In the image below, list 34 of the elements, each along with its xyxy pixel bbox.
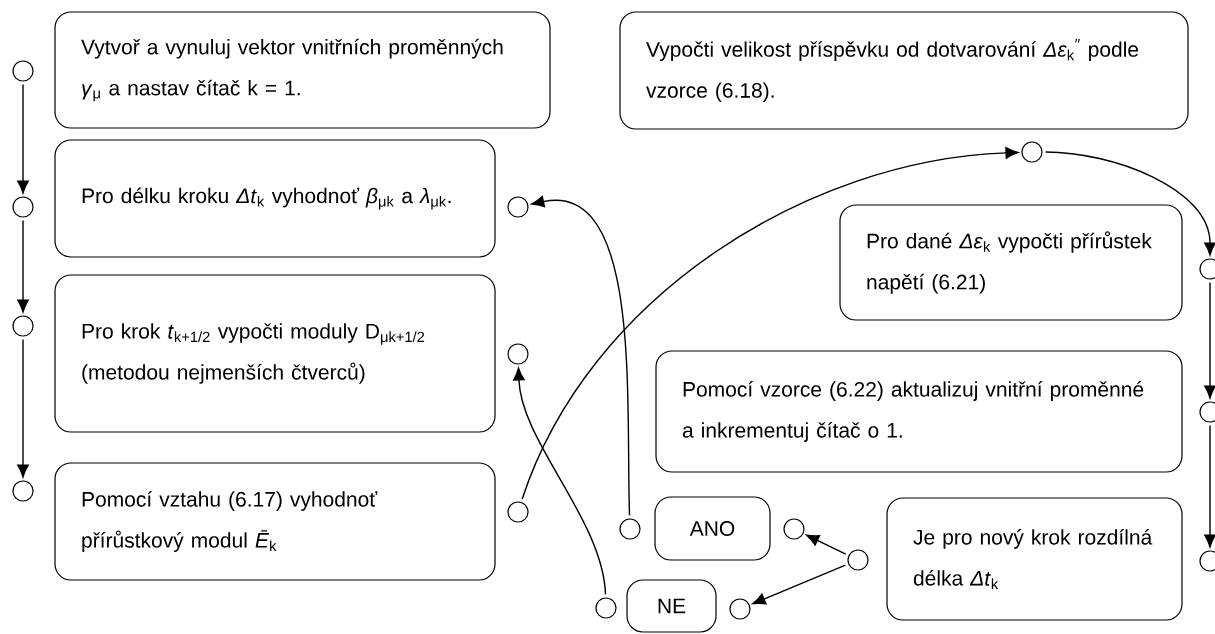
connector-circle [783, 518, 805, 540]
connector-circle [729, 598, 751, 620]
arrow [17, 338, 29, 478]
connector-circle [12, 480, 34, 502]
arrow [1044, 151, 1215, 256]
connector-circle [12, 196, 34, 218]
process-box: Vypočti velikost příspěvku od dotvarování Δε$_{k}$$^{′′}$ podle vzorce (6.18). [619, 11, 1189, 130]
process-box: Pomocí vztahu (6.17) vyhodnoť přírůstkový modul Ē$_{k}$ [54, 462, 496, 581]
process-box: Pro krok t$_{k+1/2}$ vypočti moduly D$_{μk+1/2}$ (metodou nejmenších čtverců) [54, 274, 496, 433]
option-box: NE [626, 579, 717, 633]
arrow [806, 534, 847, 555]
connector-circle [507, 343, 529, 365]
process-box: Pro délku kroku Δt$_{k}$ vyhodnoť β$_{μk}$ a λ$_{μk}$. [54, 139, 496, 258]
connector-circle [595, 597, 617, 619]
connector-circle [507, 501, 529, 523]
arrow [752, 564, 847, 605]
arrow [17, 219, 29, 313]
connector-circle [1021, 141, 1043, 163]
arrow [531, 195, 631, 517]
connector-circle [847, 549, 869, 571]
arrow [1204, 281, 1215, 399]
arrow [1204, 424, 1215, 548]
connector-circle [12, 60, 34, 82]
arrow [521, 147, 1019, 500]
question-box: Je pro nový krok rozdílná délka Δt$_{k}$ [886, 497, 1183, 621]
option-box: ANO [654, 496, 771, 561]
connector-circle [507, 196, 529, 218]
connector-circle [12, 315, 34, 337]
arrow [513, 367, 607, 596]
process-box: Pomocí vzorce (6.22) aktualizuj vnitřní proměnné a inkrementuj čítač o 1. [655, 350, 1183, 473]
process-box: Pro dané Δε$_{k}$ vypočti přírůstek napětí (6.21) [839, 204, 1183, 321]
connector-circle [619, 518, 641, 540]
process-box: Vytvoř a vynuluj vektor vnitřních proměnných γ$_{μ}$ a nastav čítač k = 1. [54, 11, 551, 129]
arrow [17, 83, 29, 194]
